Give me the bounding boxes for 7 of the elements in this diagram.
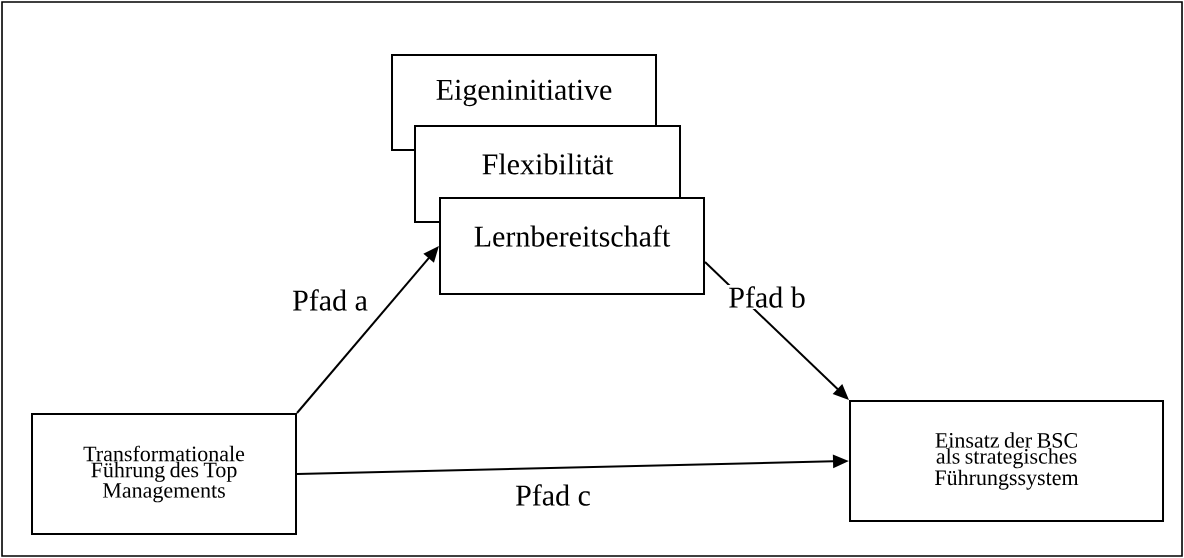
factor-box: Lernbereitschaft (439, 197, 705, 295)
edge-label: Pfad a (290, 287, 370, 313)
process-box: Transformationale Führung des Top Managements (31, 413, 297, 535)
edge-label: Pfad b (726, 284, 808, 310)
edge-label: Pfad c (513, 482, 593, 508)
process-box: Einsatz der BSC als strategisches Führungssystem (849, 400, 1164, 522)
arrow (704, 261, 849, 400)
